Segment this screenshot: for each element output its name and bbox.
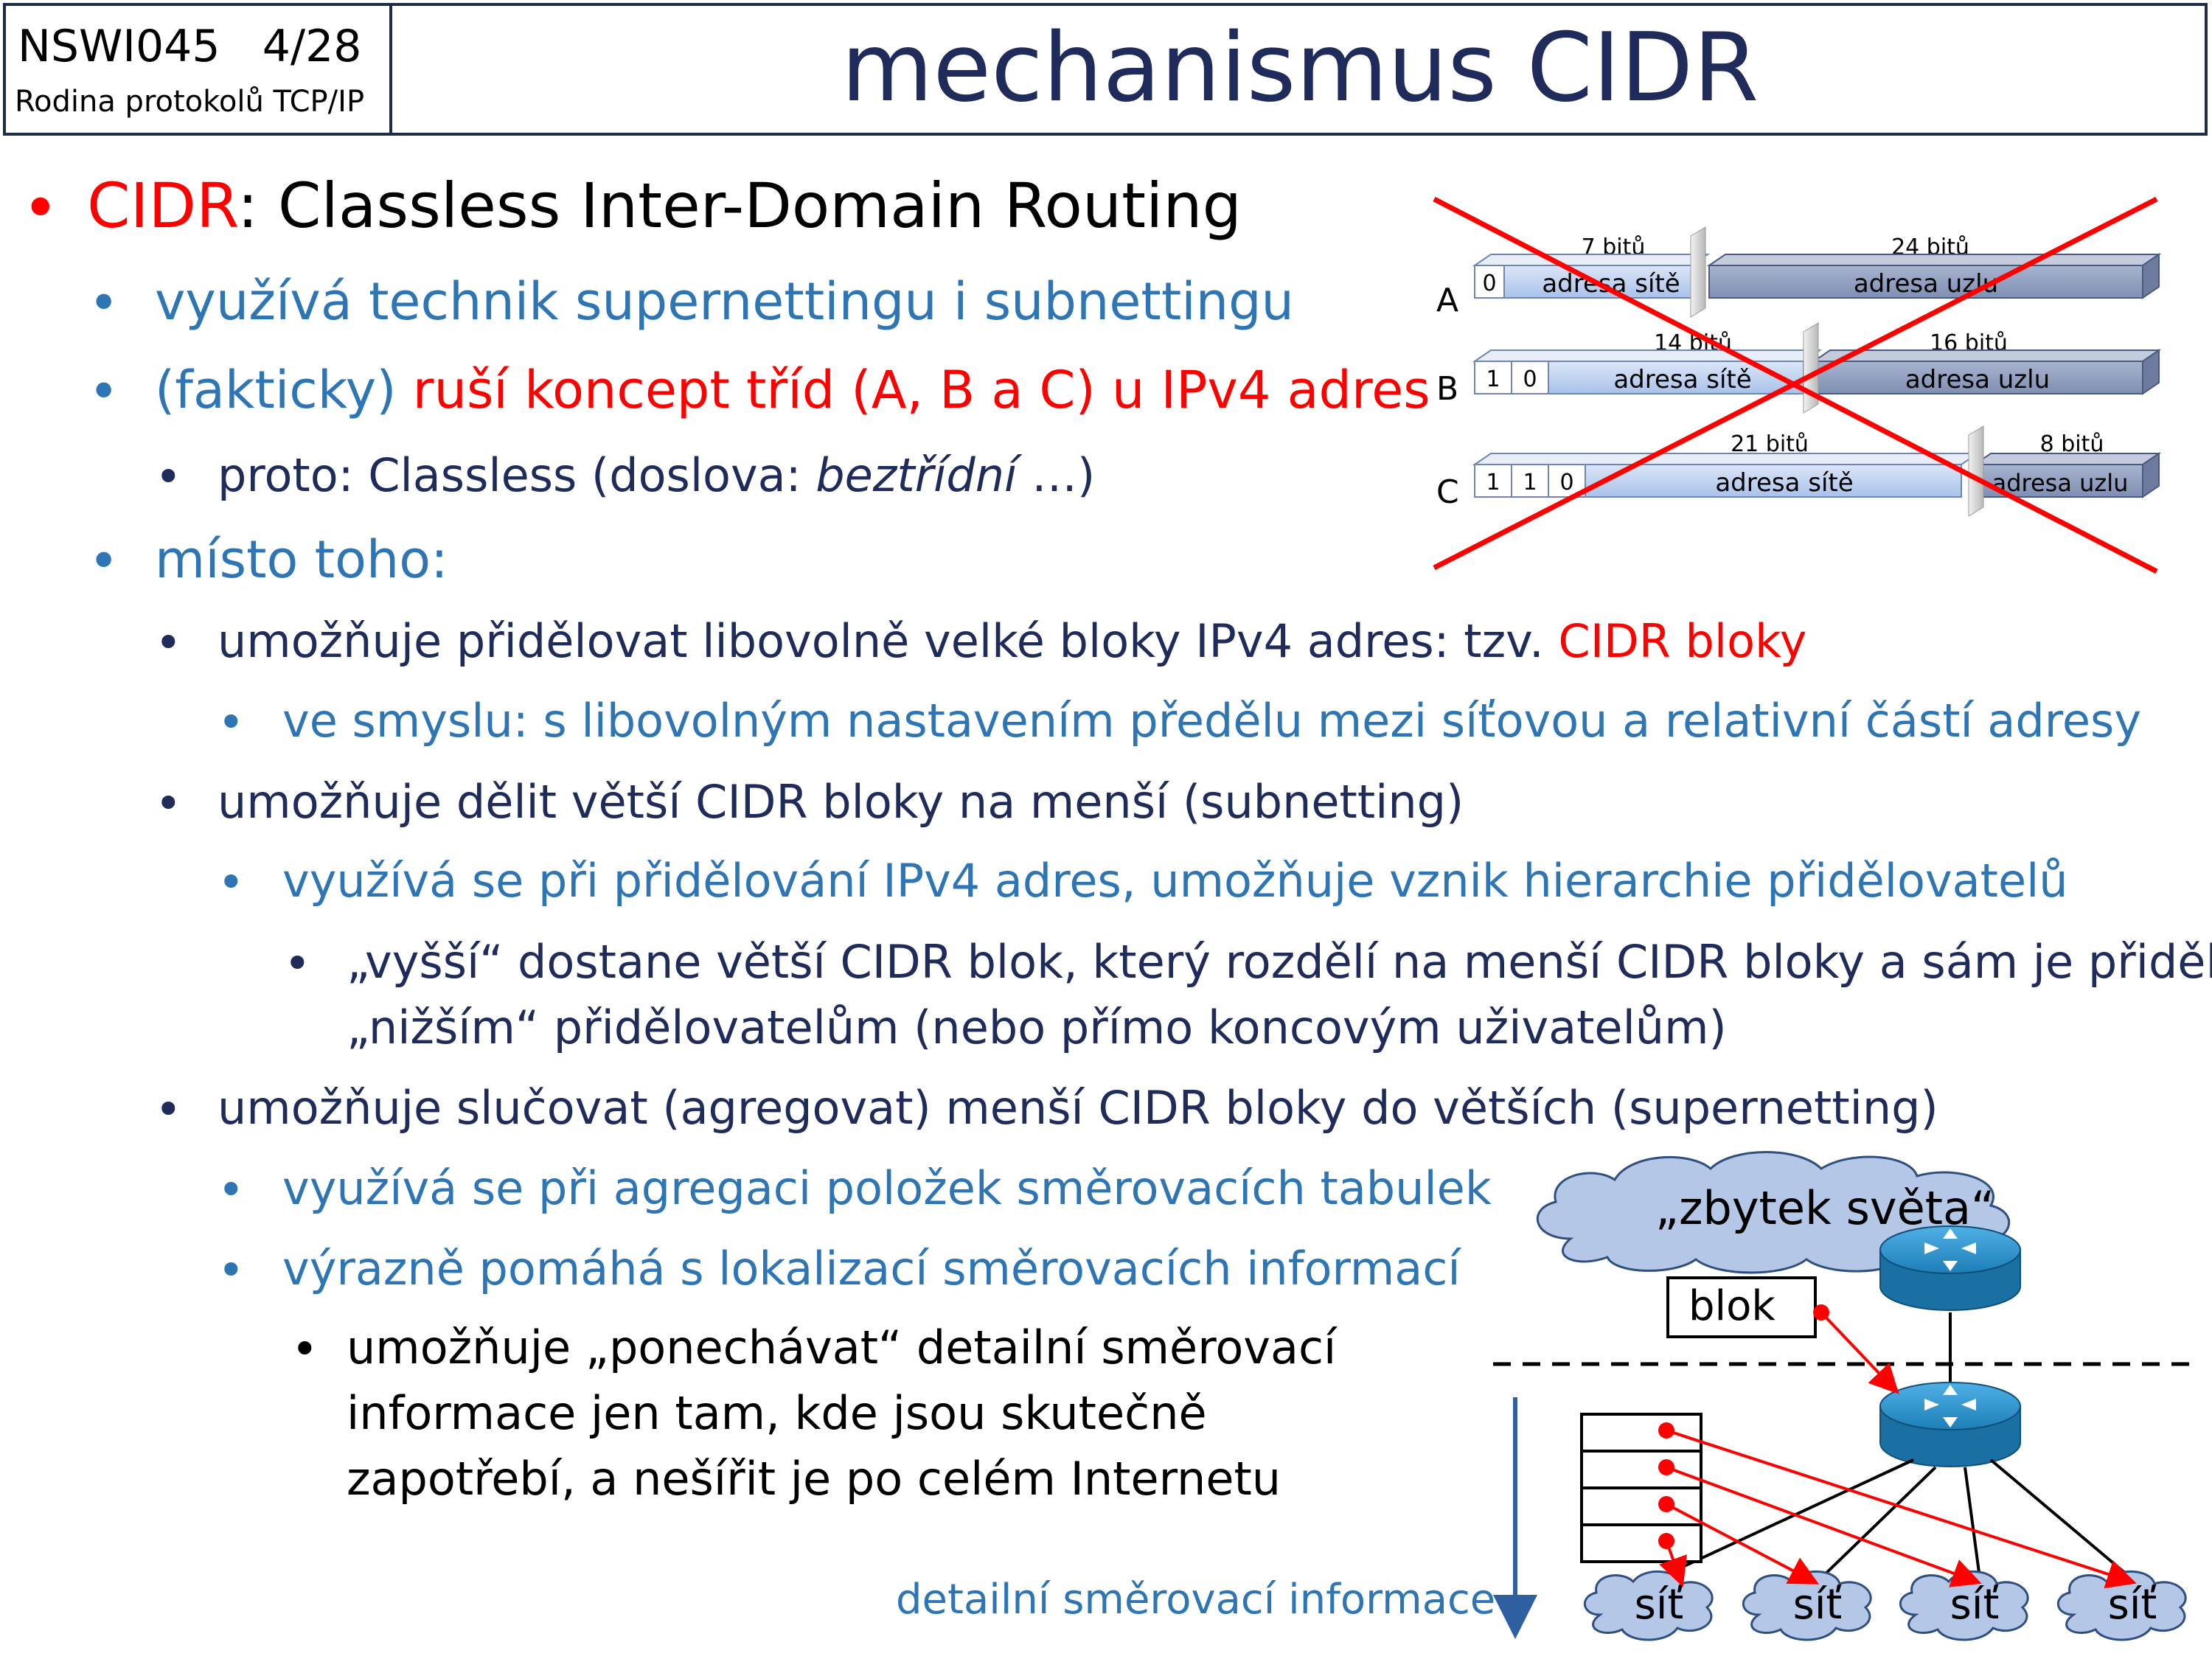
page-number: 4/28 [262,21,362,72]
bullet-supernetting-merge: umožňuje slučovat (agregovat) menší CIDR… [218,1081,1938,1135]
network-label-2: síť [1793,1581,1843,1629]
bullet-keep-line2: informace jen tam, kde jsou skutečně [347,1386,1207,1440]
course-subtitle: Rodina protokolů TCP/IP [15,85,365,119]
header-frame [3,3,2208,136]
aggregation-diagram: „zbytek světa“ blok síť síť síť [1493,1151,2194,1641]
bullet-marker: • [218,855,245,909]
bullet-allocate: umožňuje přidělovat libovolně velké blok… [218,614,1806,668]
bullet-subnetting: umožňuje dělit větší CIDR bloky na menší… [218,775,1464,829]
class-c-row: C 21 bitů 8 bitů 1 1 0 adresa sítě adres… [1436,425,2162,517]
network-cloud-4: síť [2056,1571,2187,1641]
class-a-row: A 7 bitů 24 bitů 0 adresa sítě adresa uz… [1436,226,2162,319]
bullet-marker: • [218,1243,245,1297]
course-info: NSWI045 4/28 [18,21,361,72]
class-a-host-label: adresa uzlu [1854,269,1998,299]
class-a-prefix-bit: 0 [1482,271,1496,296]
bullet-marker: • [88,273,119,333]
bullet-hierarchy: využívá se při přidělování IPv4 adres, u… [282,854,2068,908]
bullet-marker: • [155,1082,182,1136]
address-class-diagram: A 7 bitů 24 bitů 0 adresa sítě adresa uz… [1433,196,2162,574]
bullet-cidr: CIDR: Classless Inter-Domain Routing [87,170,1242,242]
bullet-classes: (fakticky) ruší koncept tříd (A, B a C) … [155,360,1430,420]
bullet-marker: • [155,450,182,504]
class-c-prefix-bit-2: 1 [1523,470,1537,495]
bullet-marker: • [291,1322,319,1376]
classes-red: ruší koncept tříd (A, B a C) u IPv4 adre… [412,360,1430,420]
block-to-router-arrow [1820,1311,1899,1394]
class-b-host-label: adresa uzlu [1905,365,2050,394]
cidr-blocks-term: CIDR bloky [1558,614,1807,668]
class-c-host-label: adresa uzlu [1992,469,2129,497]
class-b-prefix-bit-2: 0 [1523,366,1537,392]
network-label-1: síť [1635,1581,1684,1629]
classless-text: proto: Classless (doslova: [218,448,816,502]
route-arrow-2 [1666,1466,1982,1587]
block-label: blok [1688,1282,1775,1330]
bullet-classless: proto: Classless (doslova: beztřídní …) [218,448,1095,502]
bullet-marker: • [88,531,119,591]
slide-title: mechanismus CIDR [841,13,1759,123]
route-arrow-1 [1666,1429,2137,1589]
class-a-label: A [1436,282,1458,319]
bullet-meaning: ve smyslu: s libovolným nastavením předě… [282,694,2142,748]
bullet-keep-line1: umožňuje „ponechávat“ detailní směrovací [347,1321,1337,1374]
lower-router-icon [1879,1382,2021,1467]
course-code: NSWI045 [18,21,220,72]
network-cloud-1: síť [1583,1571,1714,1641]
bullet-keep-line3: zapotřebí, a nešířit je po celém Interne… [347,1452,1281,1506]
header-divider [389,3,392,136]
classless-italic: beztřídní [815,448,1018,502]
bullet-marker: • [218,695,245,749]
classless-end: …) [1017,448,1096,502]
bullet-marker: • [88,361,119,422]
network-label-4: síť [2108,1581,2157,1629]
bullet-instead: místo toho: [155,529,448,590]
class-c-net-label: adresa sítě [1715,468,1853,498]
network-cloud-3: síť [1899,1571,2029,1641]
network-label-3: síť [1950,1581,2000,1629]
network-cloud-2: síť [1742,1571,1872,1641]
class-c-prefix-bit-3: 0 [1559,470,1573,495]
bullet-marker: • [218,1163,245,1217]
cross-line-2 [1433,196,2158,571]
class-c-prefix-bit-1: 1 [1486,470,1500,495]
bullet-marker: • [22,172,59,244]
class-b-row: B 14 bitů 16 bitů 1 0 adresa sítě adresa… [1436,322,2162,414]
cidr-expansion: : Classless Inter-Domain Routing [237,170,1242,242]
classes-prefix: (fakticky) [155,360,413,420]
class-b-net-label: adresa sítě [1613,365,1751,394]
detail-caption: detailní směrovací informace [896,1576,1496,1624]
class-a-net-label: adresa sítě [1542,269,1680,299]
bullet-marker: • [284,936,311,990]
routing-table [1580,1413,1703,1563]
bullet-higher-line2: „nižším“ přidělovatelům (nebo přímo konc… [347,1001,1727,1054]
bullet-supernetting: využívá technik supernettingu i subnetti… [155,271,1294,332]
class-b-prefix-bit-1: 1 [1486,366,1500,392]
bullet-marker: • [155,776,182,830]
route-arrow-3 [1666,1503,1820,1585]
route-arrow-4 [1659,1540,1687,1587]
allocate-text: umožňuje přidělovat libovolně velké blok… [218,614,1559,668]
cidr-term: CIDR [87,170,237,242]
bullet-higher-line1: „vyšší“ dostane větší CIDR blok, který r… [347,935,2212,989]
bullet-marker: • [155,616,182,669]
bullet-localization: výrazně pomáhá s lokalizací směrovacích … [282,1242,1461,1295]
bullet-aggregation: využívá se při agregaci položek směrovac… [282,1161,1492,1215]
class-c-label: C [1436,473,1459,511]
upper-router-icon [1879,1225,2021,1311]
class-b-label: B [1436,370,1458,408]
